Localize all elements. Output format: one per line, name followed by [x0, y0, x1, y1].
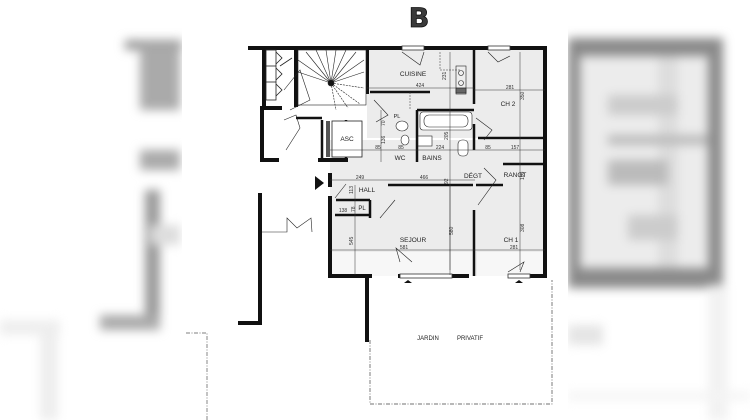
door-swings: [262, 51, 525, 273]
entrance-arrow: [315, 176, 324, 190]
exterior-markers: [404, 280, 523, 283]
dim-wc-upper: 70: [381, 120, 387, 126]
label-degt: DÉGT: [464, 171, 482, 180]
dim-bains-height: 205: [444, 131, 450, 140]
dim-hall-mark: 92: [444, 178, 450, 184]
dim-pl-hall-depth: 78: [351, 206, 357, 212]
neighbour-boundary: [186, 332, 208, 420]
dim-sejour-depth-left: 545: [349, 236, 355, 245]
dim-pl-hall-width: 138: [339, 208, 348, 214]
label-asc: ASC: [340, 136, 354, 143]
label-pl-hall: PL: [358, 206, 366, 212]
label-privatif: PRIVATIF: [457, 336, 483, 342]
label-bains: BAINS: [422, 155, 442, 162]
dim-wc-width: 85: [398, 145, 404, 151]
blurred-background-left: [0, 0, 182, 420]
label-hall: HALL: [359, 187, 376, 194]
label-ch2: CH 2: [501, 101, 516, 108]
dim-ch1-width: 281: [510, 245, 519, 251]
dimension-lines: [330, 52, 545, 275]
dim-wc-left: 85: [375, 145, 381, 151]
spiral-staircase: [283, 49, 367, 111]
dim-hall-height: 113: [349, 186, 355, 194]
label-wc: WC: [395, 155, 406, 162]
dim-bains-width: 224: [436, 145, 445, 151]
cupboards: [265, 49, 293, 101]
label-cuisine: CUISINE: [400, 71, 427, 78]
label-jardin: JARDIN: [417, 336, 439, 342]
dim-degt-left: 85: [485, 145, 491, 151]
dim-ch1-depth: 308: [520, 223, 526, 232]
label-sejour: SEJOUR: [400, 237, 427, 244]
windows: [399, 45, 531, 279]
kitchen-appliances: [455, 65, 467, 95]
dim-ch2-width: 281: [506, 85, 515, 91]
dim-rangt-height: 100: [520, 171, 526, 180]
dim-sejour-depth: 580: [449, 226, 455, 235]
dim-sejour-width: 581: [400, 245, 409, 251]
bathroom-fixtures: [395, 111, 473, 157]
elevator: [326, 120, 363, 158]
dim-rangt-width: 157: [511, 145, 520, 151]
dim-hall-width: 249: [356, 175, 365, 181]
label-ch1: CH 1: [504, 237, 519, 244]
garden-boundary: [369, 280, 553, 405]
dim-wc-height: 136: [381, 135, 387, 144]
blurred-background-right: [568, 0, 750, 420]
label-pl-top: PL: [394, 114, 401, 120]
dim-cuisine-width: 424: [416, 83, 425, 89]
floor-plan: B: [182, 0, 568, 420]
dim-cuisine-depth: 231: [442, 71, 448, 80]
building-letter: B: [409, 3, 430, 34]
dim-ch2-depth: 350: [520, 91, 526, 100]
dim-hall-corridor: 466: [420, 175, 429, 181]
label-rangt: RANGT: [504, 172, 527, 179]
